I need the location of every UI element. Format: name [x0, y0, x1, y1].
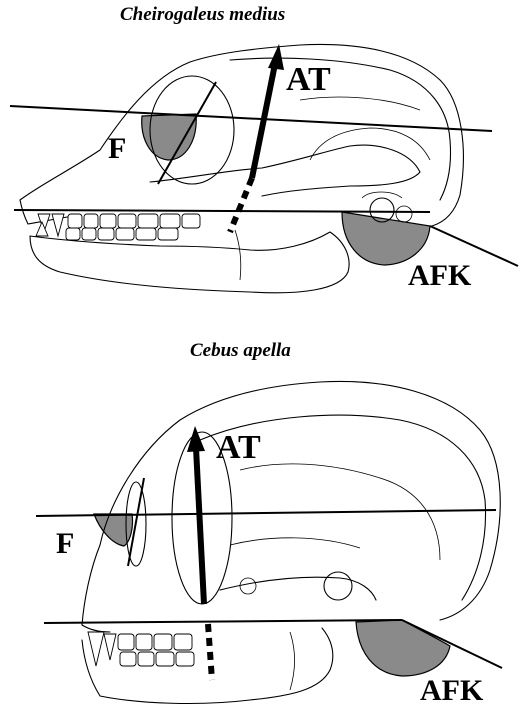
- cebus-cranial-suture: [230, 538, 360, 548]
- cheirogaleus-label-at: AT: [286, 61, 331, 98]
- cebus-auditory-meatus: [240, 578, 256, 594]
- cheirogaleus-afk-shaded-region: [342, 212, 430, 265]
- cheirogaleus-mandible: [30, 232, 349, 293]
- cheirogaleus-occipital-detail: [362, 192, 402, 198]
- cheirogaleus-skull: F AT AFK: [10, 44, 518, 293]
- cebus-face: [82, 545, 110, 632]
- cheirogaleus-at-arrow-shaft: [252, 64, 275, 178]
- cebus-auditory-bulla: [324, 572, 352, 600]
- cebus-label-afk: AFK: [420, 674, 484, 707]
- cheirogaleus-auditory-meatus: [396, 206, 412, 222]
- cebus-zygomatic-arch: [220, 577, 376, 600]
- cebus-teeth: [88, 632, 194, 666]
- cheirogaleus-label-f: F: [108, 132, 126, 165]
- cheirogaleus-mandible-ramus: [235, 230, 241, 280]
- cebus-label-at: AT: [216, 429, 261, 466]
- cebus-mandible-ramus: [290, 632, 295, 690]
- cheirogaleus-zygomatic-arch: [150, 145, 420, 196]
- cebus-at-arrow-shaft: [196, 448, 204, 604]
- cebus-label-f: F: [56, 527, 74, 560]
- cheirogaleus-cranial-suture: [300, 97, 420, 110]
- cheirogaleus-at-dashed-extension: [230, 178, 252, 232]
- cebus-skull: F AT AFK: [36, 381, 502, 707]
- cebus-afk-shaded-region: [356, 620, 450, 676]
- cebus-at-dashed-extension: [208, 624, 212, 680]
- cheirogaleus-temporal-detail: [310, 128, 430, 160]
- cebus-upper-reference-line: [36, 510, 496, 516]
- cheirogaleus-label-afk: AFK: [408, 259, 472, 292]
- cebus-lower-reference-line: [44, 620, 402, 623]
- cheirogaleus-lower-reference-line: [14, 210, 430, 212]
